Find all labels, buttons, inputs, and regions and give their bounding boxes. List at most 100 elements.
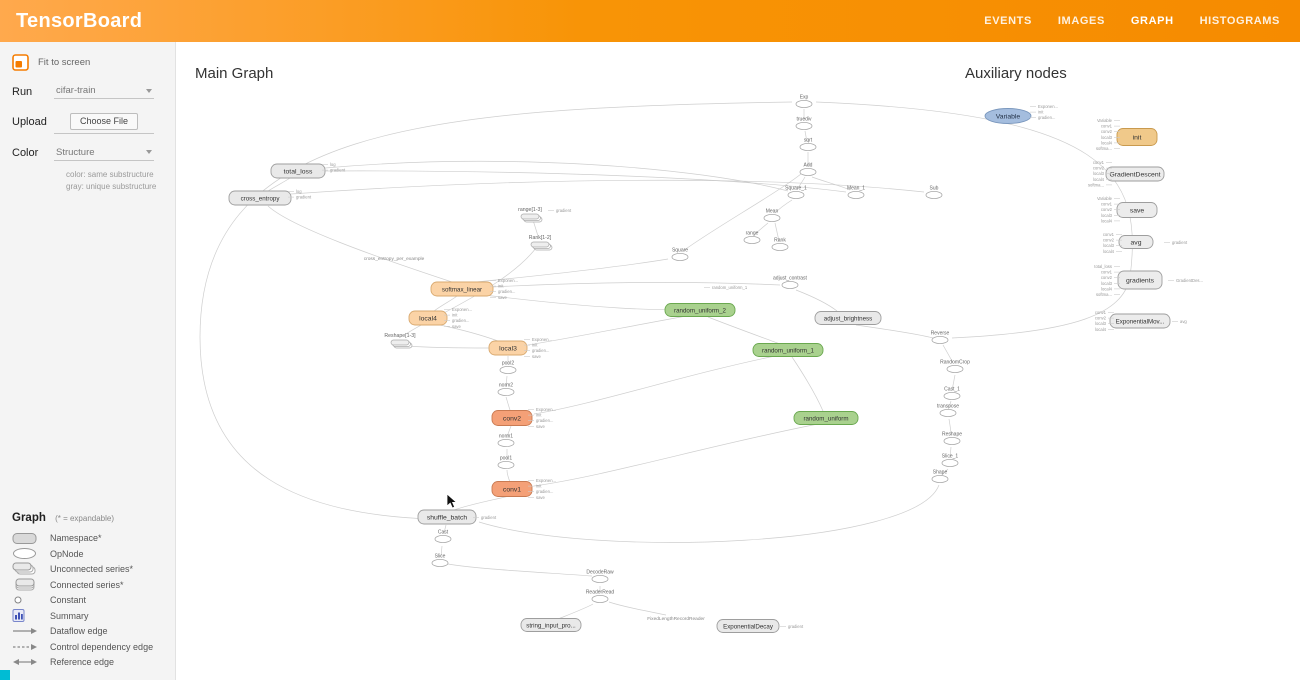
node-variable[interactable]: Variable — [984, 108, 1032, 124]
chevron-down-icon — [146, 88, 152, 93]
node-norm1[interactable]: norm1 — [497, 434, 515, 447]
node-cross_entropy_per_example[interactable]: cross_entropy_per_example — [364, 256, 425, 262]
node-shape[interactable]: Shape — [931, 470, 949, 483]
node-save[interactable]: save — [1116, 202, 1158, 218]
svg-text:conv1: conv1 — [503, 486, 521, 493]
node-reverse[interactable]: Reverse — [931, 331, 950, 344]
node-decoderaw[interactable]: DecodeRaw — [586, 570, 614, 584]
svg-text:gradient: gradient — [296, 195, 312, 200]
tab-histograms[interactable]: HISTOGRAMS — [1199, 15, 1280, 27]
node-conv1[interactable]: conv1 — [491, 481, 533, 497]
node-random_uniform[interactable]: random_uniform — [793, 411, 859, 425]
svg-text:gradien...: gradien... — [498, 289, 515, 294]
node-local3[interactable]: local3 — [488, 340, 528, 356]
svg-text:Exponen...: Exponen... — [536, 478, 556, 483]
node-pool2[interactable]: pool2 — [499, 361, 517, 374]
node-total_loss[interactable]: total_loss — [270, 163, 326, 179]
node-softmax_linear[interactable]: softmax_linear — [430, 281, 494, 297]
upload-file-input[interactable]: Choose File — [54, 111, 154, 134]
node-readerread[interactable]: ReaderRead — [586, 590, 615, 604]
node-transpose[interactable]: transpose — [937, 404, 959, 417]
node-truediv[interactable]: truediv — [795, 117, 813, 131]
node-sub[interactable]: Sub — [925, 186, 943, 199]
node-fixedlengthrecordreader[interactable]: FixedLengthRecordReader — [647, 616, 705, 622]
graph-edge — [405, 247, 537, 335]
node-mean_1[interactable]: Mean_1 — [847, 186, 865, 199]
svg-text:range[1-3]: range[1-3] — [518, 207, 542, 213]
node-gradientdescent[interactable]: GradientDescent — [1105, 166, 1165, 182]
node-slice_1[interactable]: Slice_1 — [941, 454, 959, 467]
graph-edge — [791, 356, 824, 412]
node-square_1[interactable]: Square_1 — [785, 186, 807, 199]
node-square[interactable]: Square — [671, 248, 689, 261]
node-conv2[interactable]: conv2 — [491, 410, 533, 426]
color-select[interactable]: Structure — [54, 146, 154, 161]
graph-edge — [443, 524, 447, 534]
node-init[interactable]: init — [1116, 128, 1158, 146]
node-randomcrop[interactable]: RandomCrop — [940, 360, 970, 373]
node-cast[interactable]: Cast — [434, 530, 452, 543]
dataflow-edge-icon — [13, 628, 37, 635]
node-reshape1-3[interactable]: Reshape[1-3] — [384, 333, 416, 349]
node-exponentialdecay[interactable]: ExponentialDecay — [716, 619, 780, 633]
node-range1-3[interactable]: range[1-3] — [518, 207, 542, 223]
chevron-down-icon — [146, 150, 152, 154]
node-exponentialmov[interactable]: ExponentialMov... — [1109, 313, 1171, 329]
fit-to-screen-button[interactable]: Fit to screen — [12, 54, 165, 71]
graph-edge — [433, 295, 458, 312]
node-sqrt[interactable]: sqrt — [799, 138, 817, 152]
svg-text:gradien...: gradien... — [536, 418, 553, 423]
node-adjust_contrast[interactable]: adjust_contrast — [773, 276, 808, 289]
svg-text:conv1: conv1 — [1101, 202, 1113, 207]
node-shuffle_batch[interactable]: shuffle_batch — [417, 509, 477, 525]
graph-edge — [753, 222, 769, 236]
choose-file-button[interactable]: Choose File — [69, 112, 139, 130]
node-annotation: Exponen...initgradien... — [1030, 104, 1058, 120]
node-random_uniform_2[interactable]: random_uniform_2 — [664, 303, 736, 317]
tab-graph[interactable]: GRAPH — [1130, 15, 1174, 27]
node-norm2[interactable]: norm2 — [497, 383, 515, 396]
node-local4[interactable]: local4 — [408, 310, 448, 326]
node-rank[interactable]: Rank — [771, 238, 789, 251]
node-rank1-2[interactable]: Rank[1-2] — [529, 235, 553, 251]
node-exp[interactable]: Exp — [795, 95, 813, 109]
node-annotation: gradient — [548, 208, 572, 213]
svg-text:save: save — [1130, 207, 1145, 214]
node-avg[interactable]: avg — [1118, 235, 1154, 249]
svg-text:softma...: softma... — [1088, 182, 1104, 187]
run-select[interactable]: cifar-train — [54, 84, 154, 99]
tab-events[interactable]: EVENTS — [984, 15, 1032, 27]
graph-canvas[interactable]: total_loss cross_entropy softmax_linearloc… — [176, 42, 1300, 680]
node-gradients[interactable]: gradients — [1117, 270, 1163, 290]
svg-text:local4: local4 — [1095, 327, 1107, 332]
node-string_input_pro[interactable]: string_input_pro... — [520, 618, 582, 632]
node-annotation: random_uniform_1 — [704, 285, 748, 290]
node-range[interactable]: range — [743, 231, 761, 244]
svg-text:save: save — [452, 324, 462, 329]
svg-text:Mean_1: Mean_1 — [847, 186, 865, 192]
node-add[interactable]: Add — [799, 163, 817, 177]
svg-text:gradients: gradients — [1126, 277, 1155, 284]
graph-edge — [506, 425, 512, 439]
node-pool1[interactable]: pool1 — [497, 456, 515, 469]
node-adjust_brightness[interactable]: adjust_brightness — [814, 311, 882, 325]
graph-edge — [533, 423, 819, 487]
node-reshape[interactable]: Reshape — [942, 432, 962, 445]
node-slice[interactable]: Slice — [431, 554, 449, 568]
svg-text:save: save — [532, 354, 542, 359]
svg-text:Variable: Variable — [1097, 118, 1113, 123]
graph-edge — [475, 293, 693, 311]
node-cross_entropy[interactable]: cross_entropy — [228, 190, 292, 206]
graph-edge — [949, 446, 952, 459]
node-mean[interactable]: Mean — [763, 209, 781, 222]
node-random_uniform_1[interactable]: random_uniform_1 — [752, 343, 824, 357]
tab-images[interactable]: IMAGES — [1057, 15, 1105, 27]
svg-text:Sub: Sub — [930, 186, 939, 192]
node-annotation: GradientDes... — [1168, 278, 1203, 283]
graph-edge — [948, 400, 952, 409]
node-cast_1[interactable]: Cast_1 — [943, 387, 961, 400]
svg-text:Exponen...: Exponen... — [452, 307, 472, 312]
